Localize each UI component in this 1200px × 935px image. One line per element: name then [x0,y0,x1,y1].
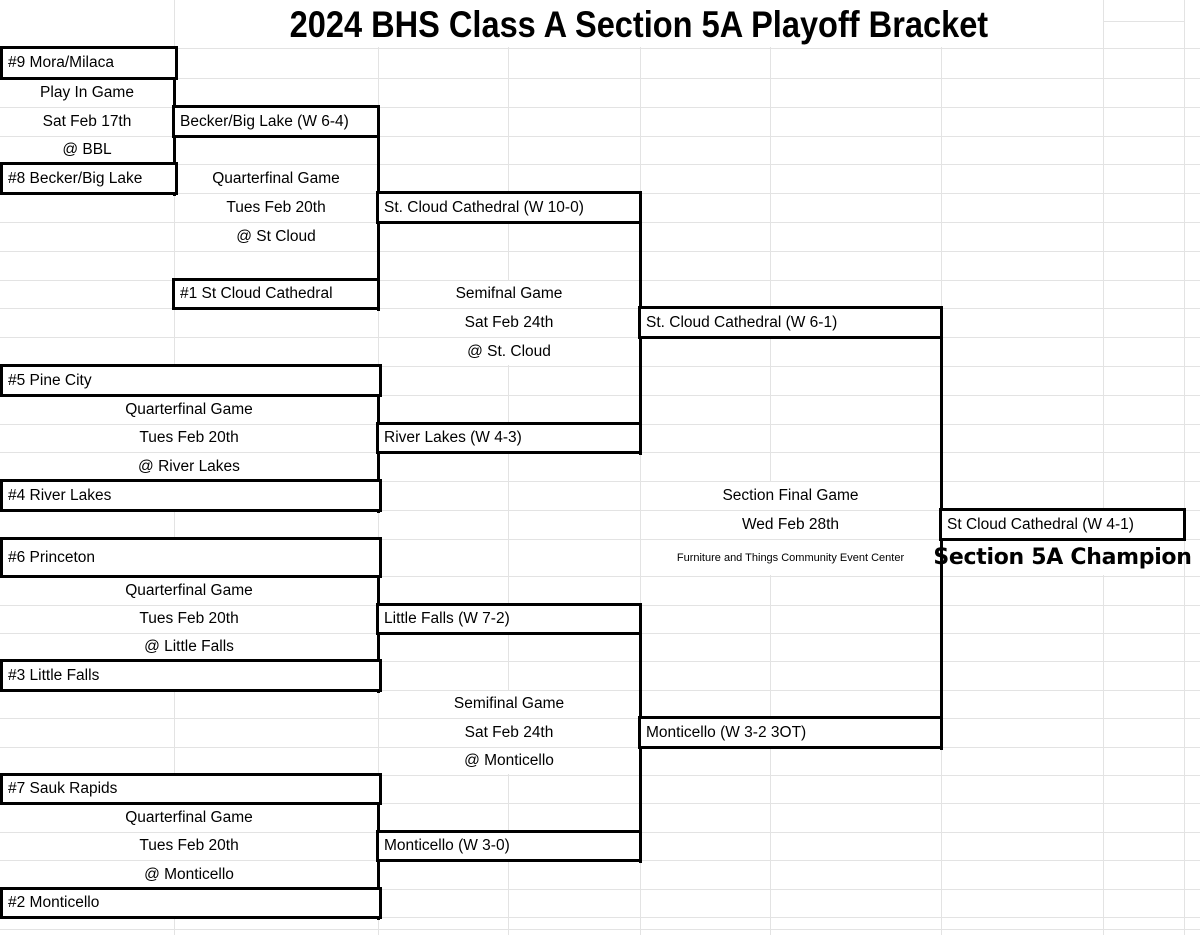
qf1-venue: @ St Cloud [236,227,316,245]
seed-8-label: #8 Becker/Big Lake [8,169,143,187]
grid-line [0,280,1200,281]
grid-line [0,690,1200,691]
title-cell: 2024 BHS Class A Section 5A Playoff Brac… [174,0,1103,49]
grid-line [508,0,509,935]
seed-7-box: #7 Sauk Rapids [0,773,382,805]
sf1-heading: Semifnal Game [455,285,563,302]
grid-line [0,917,1200,918]
qf2-winner-box: River Lakes (W 4-3) [376,422,642,454]
grid-line [0,661,1200,662]
seed-5-label: #5 Pine City [8,371,92,389]
seed-3-box: #3 Little Falls [0,659,382,692]
seed-8-box: #8 Becker/Big Lake [0,162,178,195]
playin-winner-label: Becker/Big Lake (W 6-4) [180,112,349,130]
grid-line [0,510,1200,511]
champion-merged-cell [942,540,1183,575]
qf2-heading: Quarterfinal Game [125,400,253,418]
sf1-merged-cell [379,281,639,365]
qf1-heading: Quarterfinal Game [212,169,340,187]
champion-winner-label: St Cloud Cathedral (W 4-1) [947,515,1134,533]
grid-line [1184,0,1185,935]
qf3-venue: @ Little Falls [144,638,234,655]
sf1-winner-box: St. Cloud Cathedral (W 6-1) [638,306,943,339]
grid-line [0,889,1200,890]
qf4-date: Tues Feb 20th [139,837,239,854]
seed-7-label: #7 Sauk Rapids [8,780,118,797]
qf4-winner-box: Monticello (W 3-0) [376,830,642,862]
grid-line [0,136,1200,137]
grid-line [0,251,1200,252]
grid-line [1103,21,1184,22]
seed-6-label: #6 Princeton [8,548,96,566]
grid-line [0,48,1200,49]
playin-heading: Play In Game [40,83,134,101]
champion-label: Section 5A Champion [933,545,1192,570]
grid-line [0,308,1200,309]
grid-line [0,803,1200,804]
qf2-venue: @ River Lakes [138,457,240,475]
playin-winner-box: Becker/Big Lake (W 6-4) [172,105,380,138]
grid-line [0,481,1200,482]
grid-line [0,395,1200,396]
qf4-merged-cell [0,804,377,888]
sf1-date: Sat Feb 24th [464,313,554,331]
qf3-heading: Quarterfinal Game [125,581,253,599]
seed-1-box: #1 St Cloud Cathedral [172,278,380,310]
page-title: 2024 BHS Class A Section 5A Playoff Brac… [289,3,988,45]
grid-line [0,747,1200,748]
playin-venue: @ BBL [62,141,112,158]
grid-line [1103,0,1104,935]
playin-date: Sat Feb 17th [42,112,132,130]
qf4-venue: @ Monticello [144,865,234,883]
sf2-merged-cell [379,691,639,774]
qf4-heading: Quarterfinal Game [125,808,253,826]
qf3-winner-label: Little Falls (W 7-2) [384,610,510,627]
qf3-winner-box: Little Falls (W 7-2) [376,603,642,635]
qf3-date: Tues Feb 20th [139,610,239,627]
grid-line [0,929,1200,930]
sf1-winner-label: St. Cloud Cathedral (W 6-1) [646,313,838,331]
seed-9-label: #9 Mora/Milaca [8,54,114,71]
seed-6-box: #6 Princeton [0,537,382,578]
final-merged-cell [641,482,940,575]
qf1-date: Tues Feb 20th [226,198,326,216]
grid-line [0,539,1200,540]
seed-2-box: #2 Monticello [0,887,382,919]
sf1-venue: @ St. Cloud [467,342,551,360]
qf2-merged-cell [0,396,377,480]
final-heading: Section Final Game [722,486,859,504]
qf3-merged-cell [0,577,377,660]
qf2-date: Tues Feb 20th [139,429,239,446]
sf2-date: Sat Feb 24th [464,723,554,741]
grid-line [0,337,1200,338]
champion-box: St Cloud Cathedral (W 4-1) [939,508,1186,541]
seed-9-box: #9 Mora/Milaca [0,46,178,80]
qf1-winner-label: St. Cloud Cathedral (W 10-0) [384,198,584,216]
qf2-winner-label: River Lakes (W 4-3) [384,429,522,446]
final-venue: Furniture and Things Community Event Cen… [676,551,905,564]
grid-line [640,0,641,935]
sf2-winner-box: Monticello (W 3-2 3OT) [638,716,943,749]
qf4-winner-label: Monticello (W 3-0) [384,837,510,854]
seed-2-label: #2 Monticello [8,894,100,911]
final-date: Wed Feb 28th [741,515,840,533]
grid-line [770,0,771,935]
seed-4-label: #4 River Lakes [8,486,112,504]
grid-line [0,366,1200,367]
grid-line [0,164,1200,165]
seed-3-label: #3 Little Falls [8,666,100,684]
grid-line [0,718,1200,719]
qf1-winner-box: St. Cloud Cathedral (W 10-0) [376,191,642,224]
grid-line [0,107,1200,108]
seed-4-box: #4 River Lakes [0,479,382,512]
title-merged-cell [175,0,1102,47]
seed-5-box: #5 Pine City [0,364,382,397]
grid-line [0,576,1200,577]
grid-line [0,78,1200,79]
seed-1-label: #1 St Cloud Cathedral [180,285,333,302]
sf2-winner-label: Monticello (W 3-2 3OT) [646,723,807,741]
grid-line [0,775,1200,776]
sf2-heading: Semifinal Game [453,695,565,712]
sf2-venue: @ Monticello [464,752,554,769]
